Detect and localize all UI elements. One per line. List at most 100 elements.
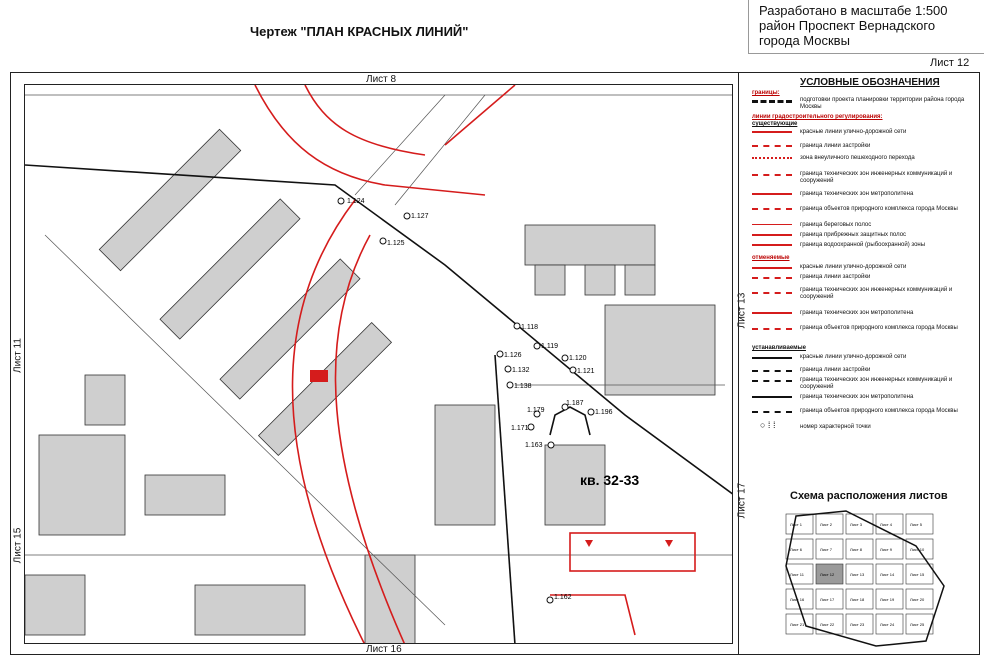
- characteristic-point[interactable]: [561, 354, 569, 362]
- legend-title: УСЛОВНЫЕ ОБОЗНАЧЕНИЯ: [800, 77, 940, 88]
- legend-established-head: устанавливаемые: [752, 345, 806, 351]
- adjacent-sheet-left-lower[interactable]: Лист 15: [12, 527, 24, 564]
- street-red-line-black: [25, 164, 732, 495]
- scheme-cell[interactable]: [875, 538, 904, 560]
- building: [624, 264, 656, 296]
- red-markers: [310, 370, 673, 547]
- legend-symbol: [752, 370, 792, 378]
- point-label: 1.171: [511, 425, 529, 432]
- metro-zone-line: [291, 199, 365, 643]
- scheme-cell[interactable]: [815, 513, 844, 535]
- characteristic-point[interactable]: [533, 342, 541, 350]
- scheme-cell-label: Лист 9: [880, 547, 893, 552]
- characteristic-point[interactable]: [403, 212, 411, 220]
- map-area[interactable]: 1.124 1.127 1.125 1.118 1.119 1.126 1.12…: [24, 84, 733, 644]
- characteristic-point[interactable]: [561, 403, 569, 411]
- characteristic-point[interactable]: [513, 322, 521, 330]
- scheme-cell-label: Лист 11: [790, 572, 805, 577]
- legend-symbol: [752, 145, 792, 153]
- characteristic-point[interactable]: [379, 237, 387, 245]
- legend-existing-item: граница прибрежных защитных полос: [800, 232, 907, 238]
- building: [194, 584, 306, 636]
- legend-symbol: [752, 312, 792, 320]
- scheme-cell[interactable]: [785, 613, 814, 635]
- characteristic-point[interactable]: [533, 410, 541, 418]
- scheme-cell[interactable]: [875, 563, 904, 585]
- legend-symbol: [752, 267, 792, 275]
- red-line-lower: [550, 594, 636, 636]
- point-label: 1.119: [541, 343, 558, 350]
- legend-existing-item: красные линии улично-дорожной сети: [800, 129, 907, 135]
- characteristic-point[interactable]: [337, 197, 345, 205]
- legend-cancelled-item: граница технических зон метрополитена: [800, 310, 914, 316]
- legend-cancelled-head: отменяемые: [752, 255, 790, 261]
- legend-established-item: граница технических зон инженерных комму…: [800, 377, 953, 390]
- adjacent-sheet-bottom[interactable]: Лист 16: [366, 644, 402, 655]
- legend-established-item: красные линии улично-дорожной сети: [800, 354, 907, 360]
- scheme-cell[interactable]: [905, 563, 934, 585]
- legend-lines-head: линии градостроительного регулирования:: [752, 114, 883, 120]
- scheme-cell-label: Лист 1: [790, 522, 803, 527]
- scheme-cell[interactable]: [875, 613, 904, 635]
- scheme-cell[interactable]: [905, 588, 934, 610]
- characteristic-point[interactable]: [506, 381, 514, 389]
- characteristic-point[interactable]: [504, 365, 512, 373]
- scheme-cell[interactable]: [785, 538, 814, 560]
- characteristic-point[interactable]: [527, 423, 535, 431]
- scheme-cell[interactable]: [785, 563, 814, 585]
- point-labels: 1.124 1.127 1.125 1.118 1.119 1.126 1.12…: [347, 198, 613, 601]
- legend-existing-head: существующие: [752, 121, 798, 127]
- scheme-cell-label: Лист 12: [820, 572, 835, 577]
- legend-cancelled-item: красные линии улично-дорожной сети: [800, 264, 907, 270]
- legend-established-item: граница объектов природного комплекса го…: [800, 408, 958, 414]
- building: [604, 304, 716, 396]
- scheme-cell[interactable]: [905, 513, 934, 535]
- scheme-cell-label: Лист 25: [910, 622, 925, 627]
- scheme-cell[interactable]: [845, 613, 874, 635]
- scheme-cell-label: Лист 2: [820, 522, 833, 527]
- legend-symbol: [752, 380, 792, 388]
- legend-symbol: [752, 234, 792, 242]
- legend-existing-item: граница линии застройки: [800, 143, 871, 149]
- scheme-cell-label: Лист 14: [880, 572, 895, 577]
- point-label: 1.124: [347, 198, 365, 205]
- point-symbol-icon: ○ ⁞ ⁞: [760, 420, 776, 430]
- characteristic-point[interactable]: [496, 350, 504, 358]
- legend-symbol: [752, 396, 792, 404]
- point-label: 1.120: [569, 355, 587, 362]
- building: [144, 474, 226, 516]
- red-lines: [254, 85, 696, 643]
- characteristic-point[interactable]: [569, 366, 577, 374]
- roads: [25, 94, 732, 626]
- scheme-cell[interactable]: [815, 563, 844, 585]
- scheme-cell-label: Лист 23: [850, 622, 865, 627]
- legend-symbol: [752, 292, 792, 300]
- scheme-cell[interactable]: [785, 588, 814, 610]
- scheme-cell[interactable]: [845, 563, 874, 585]
- scheme-cell[interactable]: [845, 538, 874, 560]
- characteristic-point[interactable]: [547, 441, 555, 449]
- characteristic-point[interactable]: [587, 408, 595, 416]
- adjacent-sheet-left-upper[interactable]: Лист 11: [12, 338, 24, 373]
- scheme-cell-label: Лист 15: [910, 572, 925, 577]
- scheme-cell[interactable]: [815, 613, 844, 635]
- scheme-title: Схема расположения листов: [790, 490, 948, 502]
- scheme-cell[interactable]: [815, 588, 844, 610]
- point-label: 1.126: [504, 352, 522, 359]
- building: [364, 554, 416, 643]
- metro-zone-line: [334, 234, 406, 643]
- point-label: 1.163: [525, 442, 543, 449]
- characteristic-point[interactable]: [546, 596, 554, 604]
- legend-cancelled-item: граница линии застройки: [800, 274, 871, 280]
- legend-symbol: [752, 277, 792, 285]
- red-line-upper: [304, 85, 426, 156]
- adjacent-sheet-top[interactable]: Лист 8: [366, 74, 397, 85]
- scheme-cell[interactable]: [845, 588, 874, 610]
- scheme-cell-label: Лист 10: [910, 547, 925, 552]
- scheme-cell-label: Лист 21: [790, 622, 805, 627]
- scheme-cell[interactable]: [875, 588, 904, 610]
- scheme-cell[interactable]: [905, 613, 934, 635]
- scheme-cell-label: Лист 24: [880, 622, 895, 627]
- scheme-cell[interactable]: [815, 538, 844, 560]
